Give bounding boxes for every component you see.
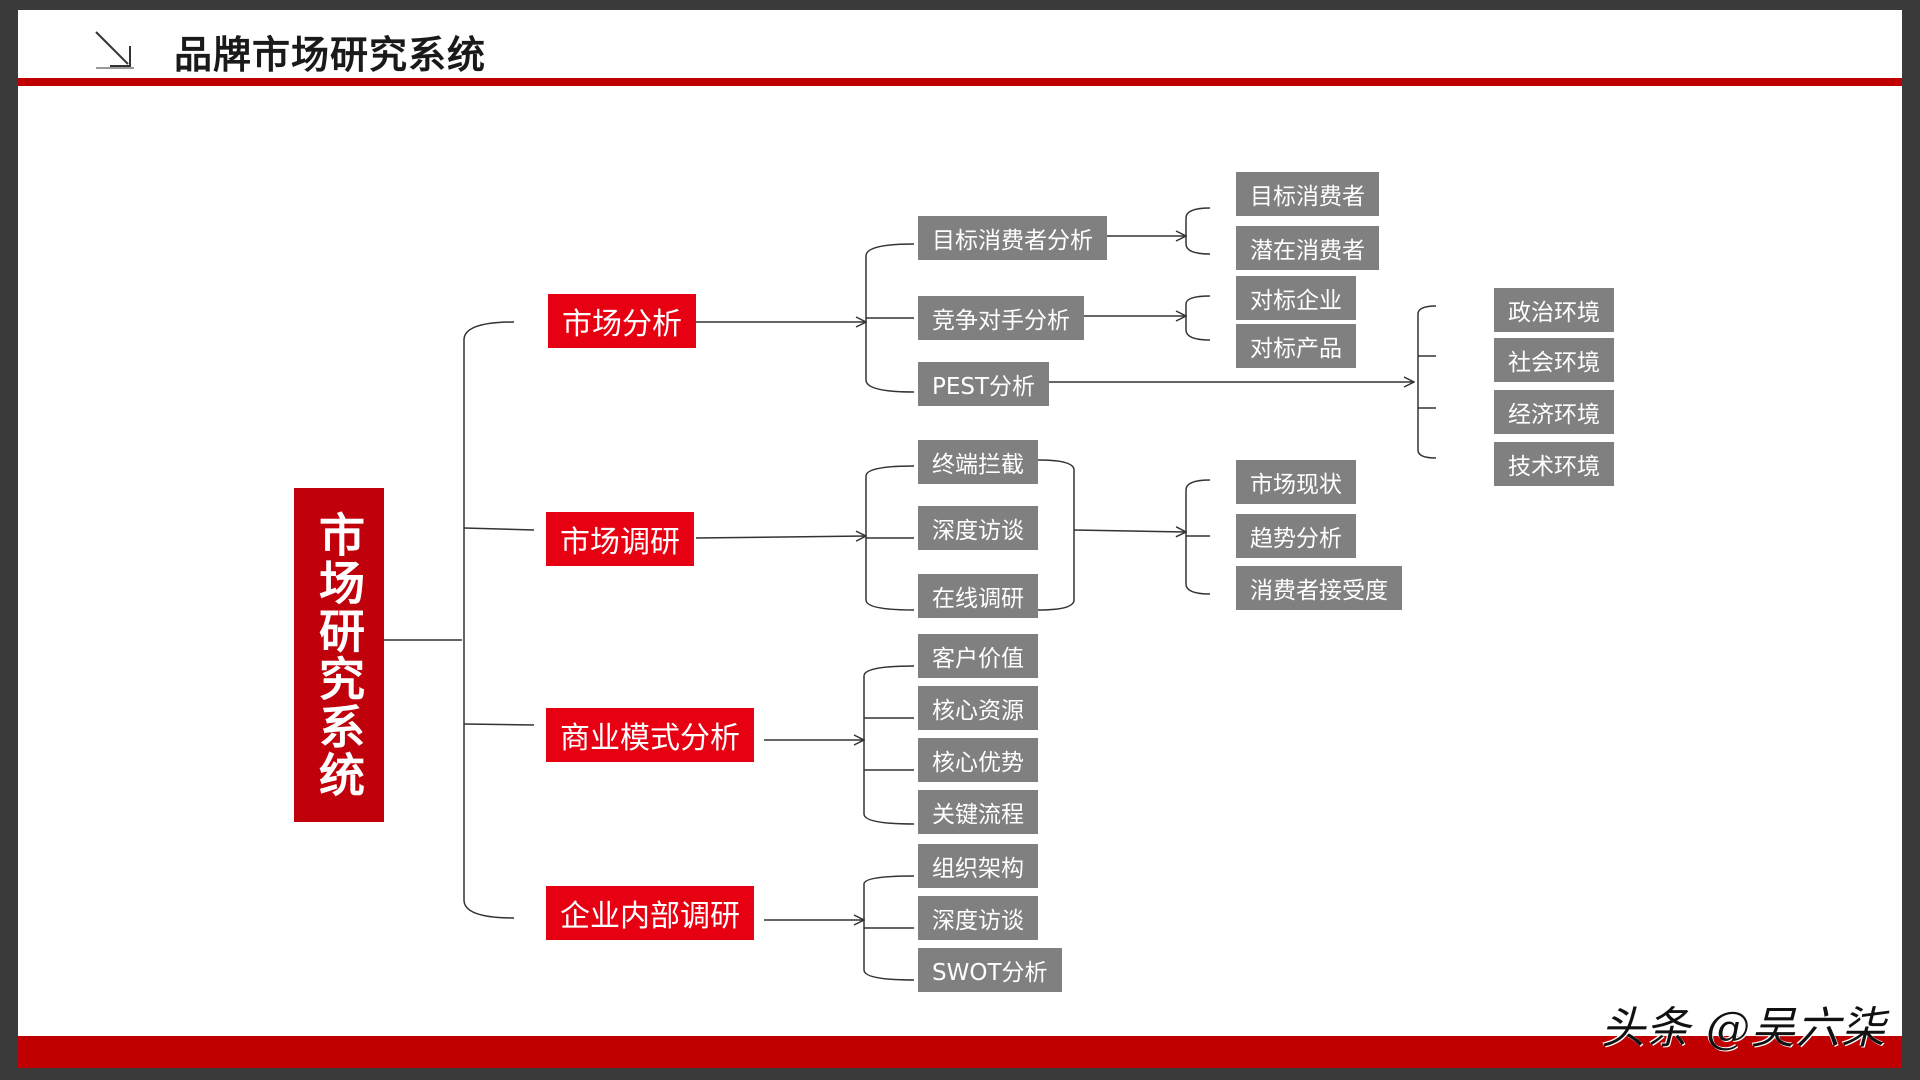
node-political-env: 政治环境 bbox=[1494, 288, 1614, 332]
node-swot-analysis: SWOT分析 bbox=[918, 948, 1062, 992]
node-customer-value: 客户价值 bbox=[918, 634, 1038, 678]
node-tech-env: 技术环境 bbox=[1494, 442, 1614, 486]
node-potential-consumer: 潜在消费者 bbox=[1236, 226, 1379, 270]
node-core-resources: 核心资源 bbox=[918, 686, 1038, 730]
node-trend-analysis: 趋势分析 bbox=[1236, 514, 1356, 558]
node-target-consumer-analysis: 目标消费者分析 bbox=[918, 216, 1107, 260]
node-benchmark-product: 对标产品 bbox=[1236, 324, 1356, 368]
node-economic-env: 经济环境 bbox=[1494, 390, 1614, 434]
node-market-status: 市场现状 bbox=[1236, 460, 1356, 504]
root-node: 市场研究系统 bbox=[294, 488, 384, 822]
node-consumer-acceptance: 消费者接受度 bbox=[1236, 566, 1402, 610]
node-in-depth-interview: 深度访谈 bbox=[918, 506, 1038, 550]
branch-business-model: 商业模式分析 bbox=[546, 708, 754, 762]
node-benchmark-company: 对标企业 bbox=[1236, 276, 1356, 320]
node-pest-analysis: PEST分析 bbox=[918, 362, 1050, 406]
branch-internal-research: 企业内部调研 bbox=[546, 886, 754, 940]
node-internal-interview: 深度访谈 bbox=[918, 896, 1038, 940]
arrow-down-right-icon bbox=[90, 28, 138, 76]
connector-lines bbox=[384, 207, 1437, 981]
watermark: 头条 @吴六柒 bbox=[1601, 1003, 1886, 1054]
header-divider bbox=[18, 78, 1902, 86]
node-online-research: 在线调研 bbox=[918, 574, 1038, 618]
branch-market-research: 市场调研 bbox=[546, 512, 694, 566]
node-key-processes: 关键流程 bbox=[918, 790, 1038, 834]
page-title: 品牌市场研究系统 bbox=[174, 33, 487, 77]
footer-band bbox=[18, 1036, 1902, 1068]
node-terminal-intercept: 终端拦截 bbox=[918, 440, 1038, 484]
node-competitor-analysis: 竞争对手分析 bbox=[918, 296, 1084, 340]
node-target-consumer: 目标消费者 bbox=[1236, 172, 1379, 216]
branch-market-analysis: 市场分析 bbox=[548, 294, 696, 348]
node-social-env: 社会环境 bbox=[1494, 338, 1614, 382]
slide: 品牌市场研究系统 bbox=[18, 10, 1902, 1068]
node-org-structure: 组织架构 bbox=[918, 844, 1038, 888]
node-core-advantages: 核心优势 bbox=[918, 738, 1038, 782]
